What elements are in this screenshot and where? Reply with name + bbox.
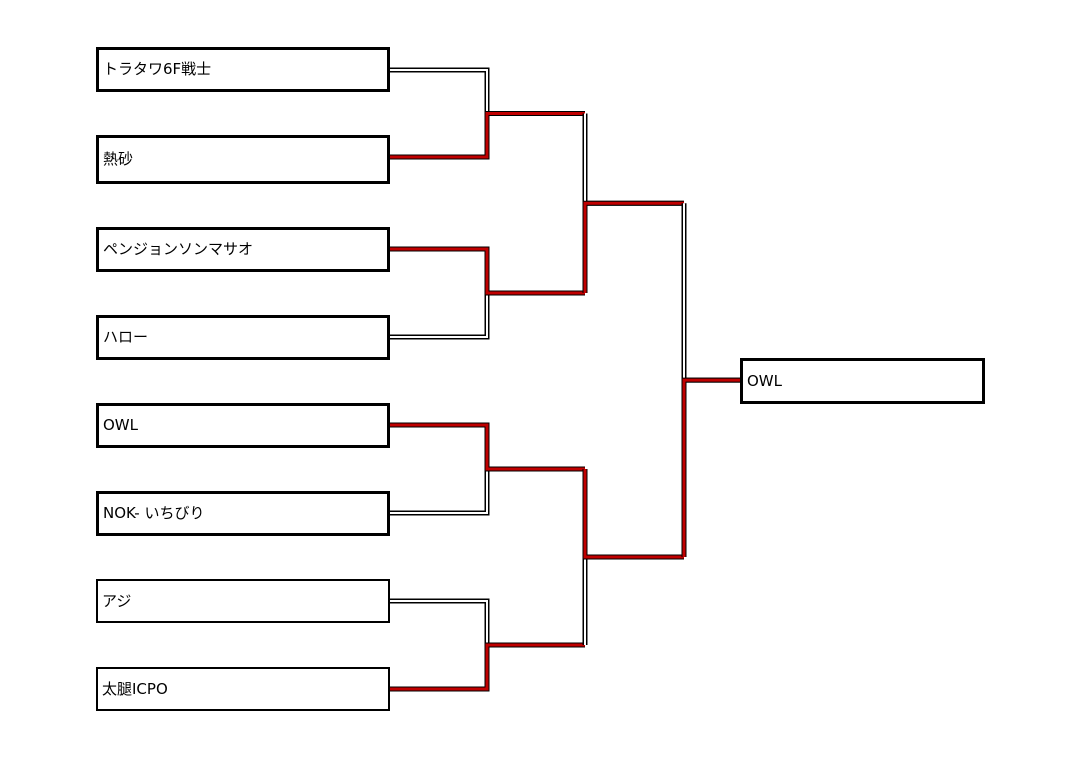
team-slot-4: ハロー <box>96 315 390 360</box>
final-line-2 <box>682 378 740 557</box>
team-name-4: ハロー <box>103 328 149 346</box>
team-name-2: 熱砂 <box>103 150 134 168</box>
final-line-2-edge <box>681 377 740 557</box>
champion-slot: OWL <box>740 358 985 404</box>
sf-line-3-edge <box>582 469 684 560</box>
final-line-1 <box>683 203 740 382</box>
qf-line-6 <box>390 468 585 514</box>
qf-line-4 <box>390 292 585 338</box>
team-name-7: アジ <box>102 591 132 610</box>
qf-line-2 <box>390 112 585 159</box>
sf-line-1 <box>584 113 684 205</box>
qf-line-3 <box>390 247 585 295</box>
qf-line-1 <box>390 69 585 115</box>
team-name-5: OWL <box>103 416 138 434</box>
team-slot-3: ペンジョンソンマサオ <box>96 227 390 272</box>
team-name-6: NOK- いちびり <box>103 504 205 522</box>
team-slot-5: OWL <box>96 403 390 448</box>
team-slot-2: 熱砂 <box>96 135 390 184</box>
sf-line-2 <box>583 201 684 293</box>
sf-line-2-edge <box>582 200 684 293</box>
sf-line-4 <box>584 556 684 645</box>
team-name-3: ペンジョンソンマサオ <box>103 240 254 258</box>
team-slot-7: アジ <box>96 579 390 623</box>
team-slot-8: 太腿ICPO <box>96 667 390 711</box>
team-slot-6: NOK- いちびり <box>96 491 390 536</box>
team-name-1: トラタワ6F戦士 <box>103 60 212 78</box>
qf-line-8 <box>390 643 585 691</box>
final-line-1-outline <box>681 203 740 383</box>
sf-line-4-outline <box>582 554 684 645</box>
team-name-8: 太腿ICPO <box>102 679 168 698</box>
sf-line-3 <box>583 469 684 559</box>
champion-name: OWL <box>747 371 782 390</box>
sf-line-1-outline <box>582 113 684 206</box>
qf-line-5 <box>390 423 585 471</box>
team-slot-1: トラタワ6F戦士 <box>96 47 390 92</box>
qf-line-7 <box>390 600 585 646</box>
